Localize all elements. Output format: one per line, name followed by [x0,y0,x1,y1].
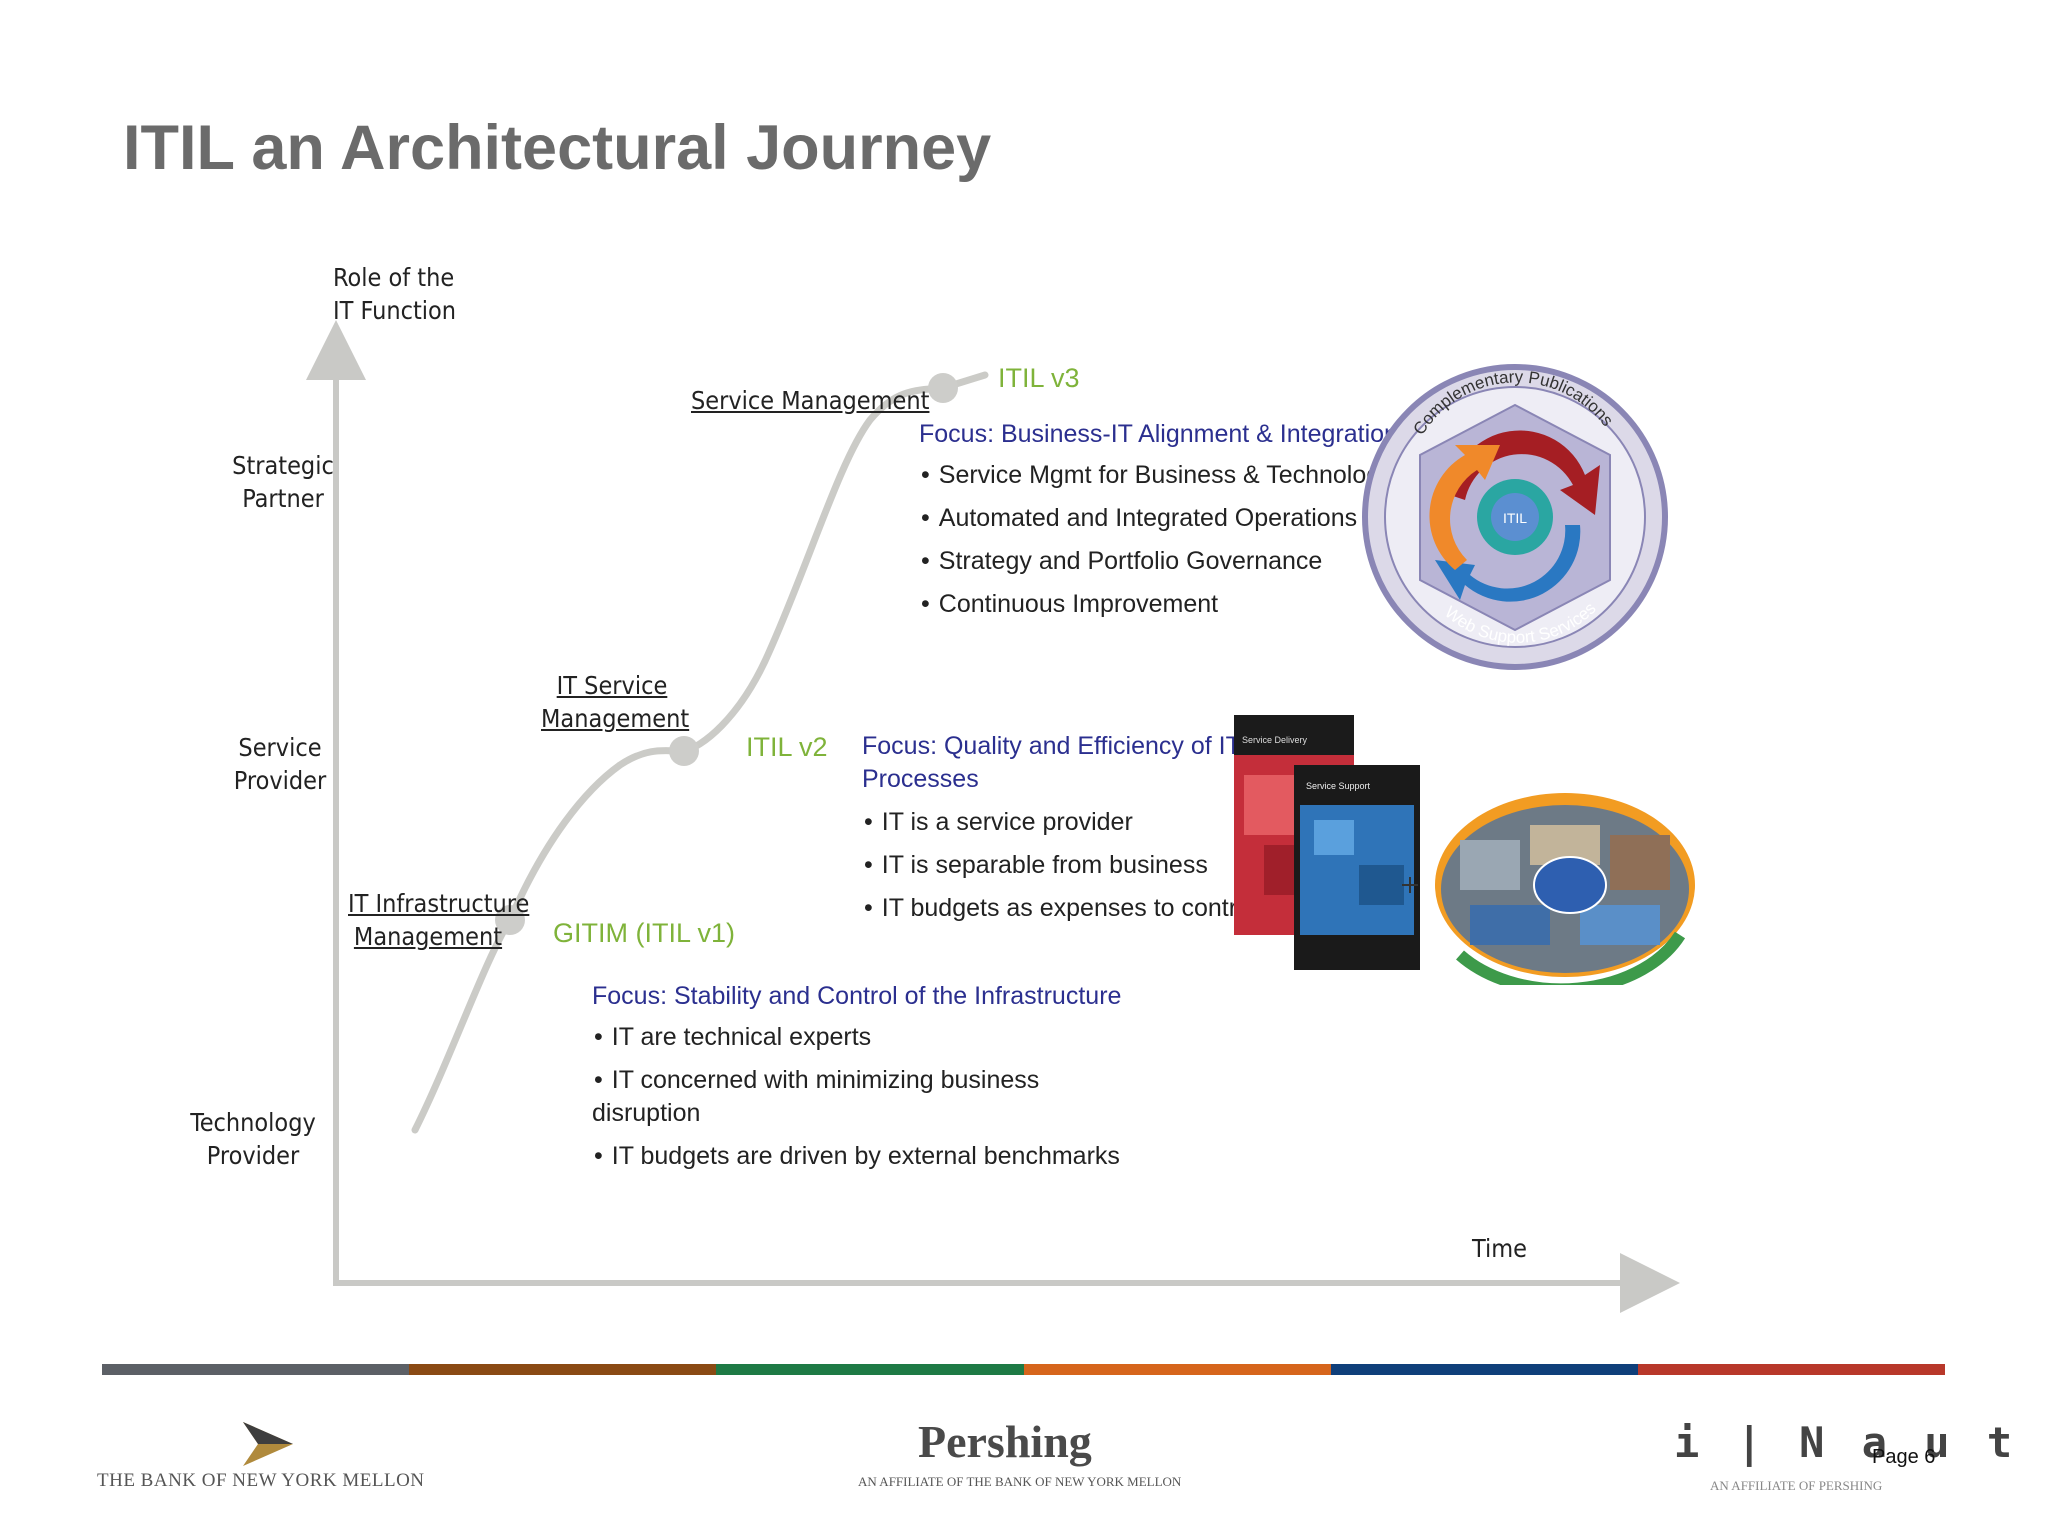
level-service-provider: Service Provider [225,731,335,797]
page-number: Page 6 [1872,1446,1936,1468]
footer-bar-segment [1023,1364,1331,1375]
level-technology-provider: Technology Provider [188,1106,318,1172]
book2-title: Service Support [1306,781,1371,791]
stage-label-infra-mgmt: IT Infrastructure Management [348,887,530,953]
y-axis-label-line2: IT Function [333,296,457,325]
stage-label-it-service-mgmt: IT Service Management [541,669,690,735]
focus-v3-bullet: Strategy and Portfolio Governance [921,545,1398,578]
focus-heading-v2-line1: Focus: Quality and Efficiency of IT [862,732,1241,760]
lifecycle-core-label: ITIL [1503,510,1527,526]
y-axis-label: Role of the IT Function [333,261,456,327]
stage-version-v3: ITIL v3 [998,363,1080,393]
stage-version-v2: ITIL v2 [746,732,828,762]
focus-v2-bullet: IT budgets as expenses to control [864,892,1257,925]
focus-heading-v1: Focus: Stability and Control of the Infr… [592,982,1122,1010]
journey-chart-graphics [306,320,1680,1313]
footer-bar-segment [1330,1364,1638,1375]
focus-v2-bullet: IT is a service provider [864,806,1257,839]
level-strategic-partner: Strategic Partner [228,449,338,515]
milestone-dot-v1 [495,905,525,935]
inautix-logo-text: i | N a u t i x [1674,1418,2048,1467]
stage-label-line1: IT Service [556,671,668,700]
focus-v3-bullet: Service Mgmt for Business & Technology [921,459,1398,492]
footer-bar-segment [409,1364,717,1375]
y-axis-label-line1: Role of the [333,263,455,292]
itil-v3-lifecycle-image: ITIL Complementary Publications Web Supp… [1362,364,1668,670]
level-label-line1: Service [238,733,322,762]
focus-v1-bullet: IT concerned with minimizing business [594,1064,1121,1097]
inautix-logo-subtitle: AN AFFILIATE OF PERSHING [1710,1478,1883,1493]
milestone-dot-v3 [928,373,958,403]
focus-v2-bullet: IT is separable from business [864,849,1257,882]
stage-version-v1: GITIM (ITIL v1) [553,918,735,948]
stage-label-line2: Management [353,922,503,951]
focus-block-v3: Focus: Business-IT Alignment & Integrati… [919,418,1398,631]
book1-title: Service Delivery [1242,735,1308,745]
x-axis-label: Time [1472,1234,1527,1263]
stage-label-line1: IT Infrastructure [348,889,530,918]
level-label-line2: Provider [233,766,327,795]
focus-v1-bullet: IT budgets are driven by external benchm… [594,1140,1121,1173]
footer-bar-segment [1637,1364,1946,1375]
footer-bar-segment [102,1364,410,1375]
page-title: ITIL an Architectural Journey [123,113,992,183]
level-label-line2: Provider [206,1141,300,1170]
bnym-logo-icon [243,1422,293,1466]
level-label-line1: Technology [190,1108,316,1137]
service-delivery-photo-ellipse [1435,793,1695,985]
footer-bar-segment [716,1364,1024,1375]
focus-v1-bullet: IT are technical experts [594,1021,1121,1054]
itil-v2-books-image: Service Delivery Service Support [1234,715,1420,970]
pershing-logo-text: Pershing [918,1416,1092,1467]
level-label-line2: Partner [242,484,324,513]
stage-label-service-mgmt: Service Management [691,386,930,415]
pershing-logo-subtitle: AN AFFILIATE OF THE BANK OF NEW YORK MEL… [858,1474,1182,1489]
focus-v1-bullet-continuation: disruption [592,1099,701,1127]
focus-v3-bullet: Continuous Improvement [921,588,1398,621]
focus-block-v1: Focus: Stability and Control of the Infr… [592,980,1121,1183]
bnym-logo-text: THE BANK OF NEW YORK MELLON [97,1470,425,1491]
milestone-dot-v2 [669,736,699,766]
focus-heading-v3: Focus: Business-IT Alignment & Integrati… [919,420,1398,448]
footer-color-bar [102,1364,1946,1375]
level-label-line1: Strategic [232,451,334,480]
focus-v3-bullet: Automated and Integrated Operations [921,502,1398,535]
focus-heading-v2-line2: Processes [862,765,979,793]
focus-block-v2: Focus: Quality and Efficiency of IT Proc… [862,730,1257,935]
stage-label-line2: Management [541,704,690,733]
